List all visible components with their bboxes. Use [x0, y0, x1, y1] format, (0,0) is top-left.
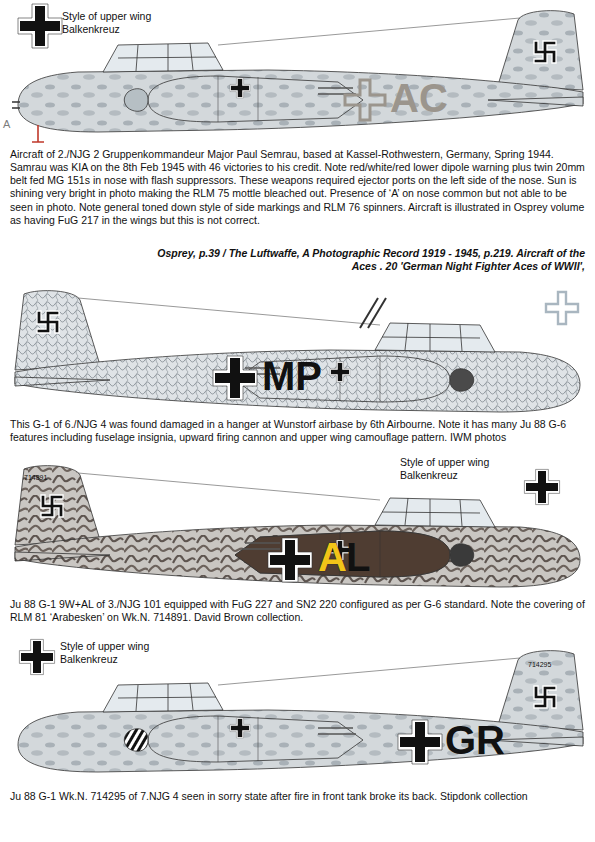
profile-caption: Aircraft of 2./NJG 2 Gruppenkommandeur M…	[10, 148, 585, 227]
aircraft-profile-2	[15, 291, 580, 412]
code-letters: MP	[262, 354, 322, 398]
code-letters: GR	[445, 718, 505, 762]
wing-cross-note: Style of upper wing Balkenkreuz	[60, 640, 178, 666]
profile-caption: This G-1 of 6./NJG 4 was found damaged i…	[10, 418, 585, 444]
werknummer: 714295	[528, 661, 551, 670]
werknummer: 714891	[24, 474, 47, 483]
aircraft-profile-1	[12, 4, 583, 142]
code-letter: A	[318, 535, 347, 579]
profile-caption: Ju 88 G-1 9W+AL of 3./NJG 101 equipped w…	[10, 598, 585, 624]
nose-letter: A	[3, 118, 10, 132]
wing-cross-note: Style of upper wing Balkenkreuz	[62, 10, 172, 36]
source-reference: Osprey, p.39 / The Luftwaffe, A Photogra…	[150, 247, 585, 273]
aircraft-profile-3	[15, 466, 580, 587]
wing-cross-note: Style of upper wing Balkenkreuz	[400, 456, 518, 482]
aircraft-profile-4	[18, 639, 583, 772]
code-letters: AC	[390, 76, 448, 120]
profile-caption: Ju 88 G-1 Wk.N. 714295 of 7.NJG 4 seen i…	[10, 790, 585, 803]
code-letter: L	[346, 535, 370, 579]
